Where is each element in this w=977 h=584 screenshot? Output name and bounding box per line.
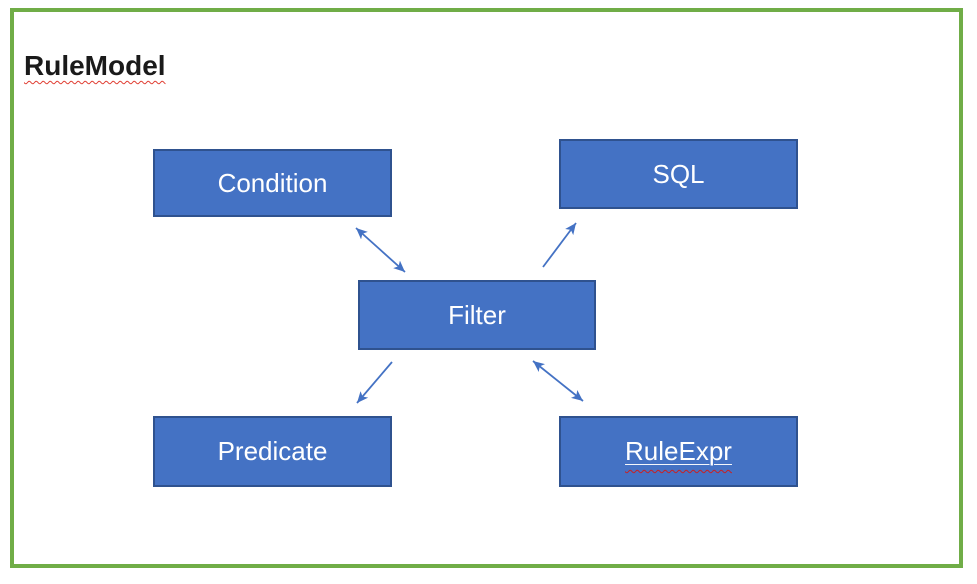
- node-ruleexpr-squiggle: RuleExpr: [625, 436, 732, 467]
- node-ruleexpr-label: RuleExpr: [625, 436, 732, 466]
- slide-border-frame: [10, 8, 963, 568]
- node-filter: Filter: [358, 280, 596, 350]
- node-ruleexpr: RuleExpr: [559, 416, 798, 487]
- node-condition: Condition: [153, 149, 392, 217]
- node-sql: SQL: [559, 139, 798, 209]
- node-condition-label: Condition: [217, 167, 328, 198]
- node-sql-label: SQL: [652, 158, 705, 189]
- diagram-title: RuleModel: [24, 50, 166, 81]
- node-predicate-label: Predicate: [217, 436, 328, 466]
- node-filter-label: Filter: [448, 299, 506, 330]
- node-predicate: Predicate: [153, 416, 392, 487]
